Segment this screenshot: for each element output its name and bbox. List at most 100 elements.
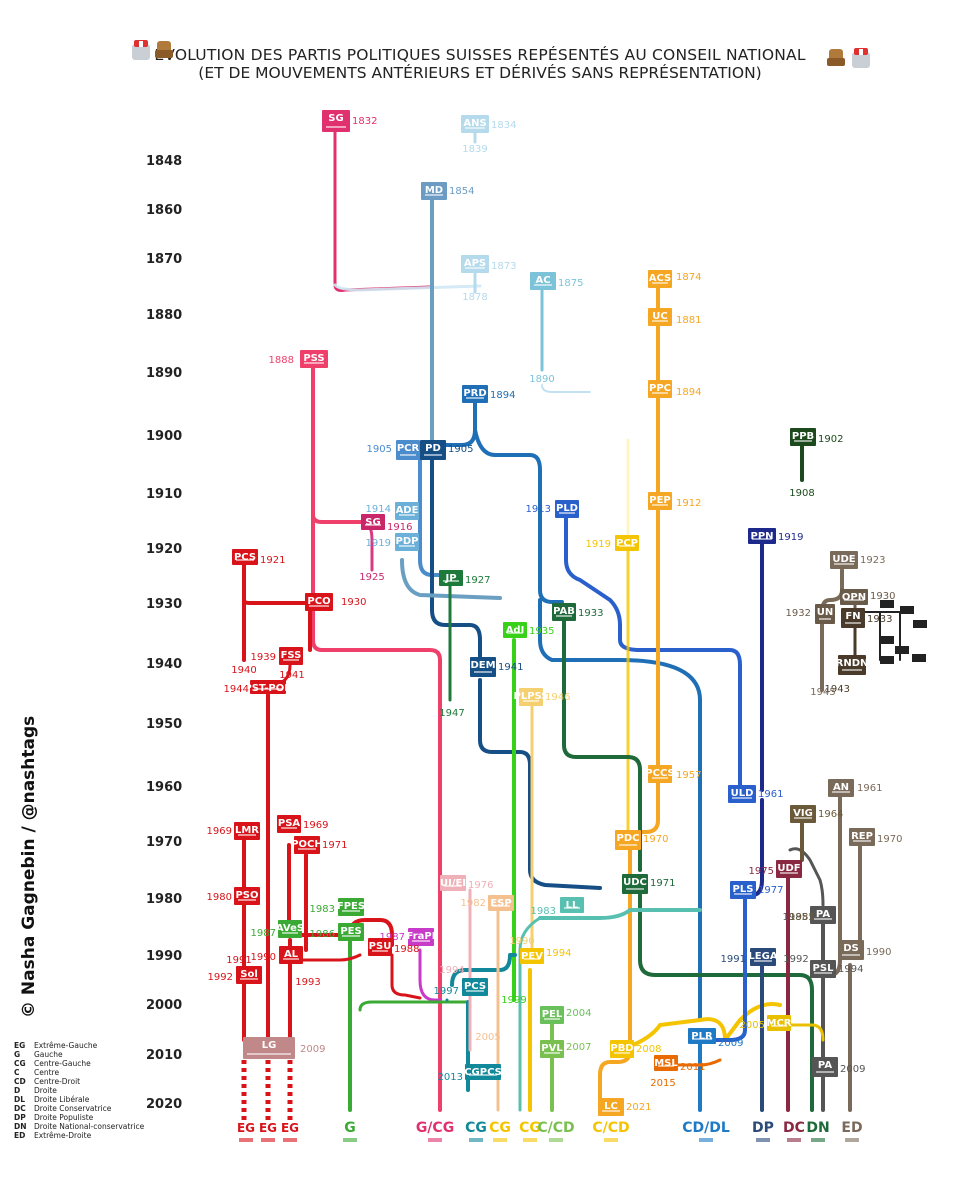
party-year-aps-1873: 1873: [491, 261, 516, 272]
party-box-lg-2009: LG: [243, 1037, 295, 1059]
party-year-frapi-1987: 1987: [380, 932, 405, 943]
party-year-fn-1933: 1933: [867, 614, 892, 625]
legend-label-eg: Extrême-Gauche: [34, 1041, 98, 1050]
psu-link-line: [298, 953, 362, 962]
party-box-pa-2009: PA: [812, 1057, 838, 1077]
prd-main-line: [473, 428, 564, 604]
party-box-ans-1834-label: ANS: [463, 118, 486, 129]
year-label-1980: 1980: [146, 892, 182, 907]
party-box-pcr-1905-label: PCR: [397, 443, 420, 454]
party-box-pd-1905: PD: [420, 440, 446, 460]
party-year-lg-2009: 2009: [300, 1044, 325, 1055]
party-box-ll-1983-label: LL: [566, 900, 579, 911]
party-box-udf-1975: UDF: [776, 860, 802, 878]
party-box-fpes-1983: FPES: [337, 898, 365, 916]
legend-label-cd: Centre-Droit: [34, 1077, 80, 1086]
party-box-fn-1933-label: FN: [845, 611, 860, 622]
pls-line: [713, 893, 747, 1042]
party-logo-2: [283, 1138, 297, 1142]
party-year-fss-1939: 1939: [251, 652, 276, 663]
party-year-psu-1988: 1988: [394, 944, 419, 955]
party-box-poch-1971: POCH: [291, 836, 323, 854]
g-green-link-line: [358, 1000, 472, 1012]
party-box-sg-1832-label: SG: [328, 113, 343, 124]
party-box-psu-1988-label: PSU: [369, 941, 392, 952]
party-year-sol-1992: 1992: [208, 972, 233, 983]
party-year-plpss-1946: 1946: [545, 692, 570, 703]
bottom-category-12: DC: [783, 1120, 805, 1136]
party-box-lmr-1969: LMR: [234, 822, 260, 840]
year-1985-vig: 1985: [789, 912, 814, 923]
pcs-link-line: [242, 563, 307, 605]
legend-label-dc: Droite Conservatrice: [34, 1104, 112, 1113]
party-box-pcr-1905: PCR: [396, 440, 420, 460]
party-year-psa-1969: 1969: [303, 820, 328, 831]
pa-link-line: [788, 847, 825, 907]
year-2005-esp: 2005: [475, 1032, 500, 1043]
year-1990-plpss: 1990: [509, 936, 534, 947]
party-box-pls-1977-label: PLS: [733, 884, 754, 895]
party-logo-0: [239, 1138, 253, 1142]
party-box-rndn-1943-label: RNDN: [836, 658, 869, 669]
party-year-pcs-1997: 1997: [434, 986, 459, 997]
mcr-line: [788, 1023, 825, 1042]
party-box-pdp-1919-label: PDP: [396, 536, 419, 547]
party-box-psu-1988: PSU: [368, 938, 392, 956]
party-year-ans-1834: 1834: [491, 120, 516, 131]
party-box-plpss-1946-label: PLPSS: [514, 691, 549, 702]
party-end-year-ac-1875: 1890: [529, 374, 554, 385]
party-year-al-1990: 1990: [251, 952, 276, 963]
party-year-lc-2021: 2021: [626, 1102, 651, 1113]
legend-label-dl: Droite Libérale: [34, 1095, 90, 1104]
party-box-rndn-1943: RNDN: [836, 655, 869, 675]
pcs97-line: [450, 953, 517, 987]
party-logo-4: [428, 1138, 442, 1142]
party-box-ds-1990-label: DS: [843, 943, 859, 954]
party-logo-13: [811, 1138, 825, 1142]
party-box-pes-1986: PES: [338, 923, 364, 941]
party-box-aves-1987-label: AVeS: [276, 923, 304, 934]
party-box-opn-1930: OPN: [840, 589, 868, 605]
party-year-pso-1980: 1980: [207, 892, 232, 903]
ll-line: [538, 908, 702, 920]
party-box-ppc-1894: PPC: [648, 380, 672, 398]
prd-down-line: [538, 598, 702, 1022]
party-box-pvl-2007: PVL: [540, 1040, 564, 1058]
party-box-pdp-1919: PDP: [395, 533, 419, 551]
year-2015-msl: 2015: [650, 1078, 675, 1089]
year-label-2010: 2010: [146, 1048, 182, 1063]
party-box-pa-2009-label: PA: [818, 1060, 832, 1071]
bottom-category-3: G: [344, 1120, 356, 1136]
party-box-pep-1912: PEP: [648, 492, 672, 510]
bottom-category-4: G/CG: [416, 1120, 454, 1136]
party-box-esp-1982-label: ESP: [490, 898, 511, 909]
party-box-cgpcs-2013: CGPCS: [464, 1064, 502, 1080]
party-box-plr-2009: PLR: [688, 1028, 716, 1044]
party-year-psl-1994: 1994: [838, 964, 863, 975]
party-box-sg-1916-label: SG: [365, 517, 380, 528]
party-box-msl-2011-label: MSL: [654, 1058, 678, 1069]
party-box-frapi-1987-label: FraPI: [407, 931, 436, 942]
party-year-pccs-1957: 1957: [676, 770, 701, 781]
party-year-pco-1930: 1930: [341, 597, 366, 608]
pab-line: [562, 618, 642, 872]
party-logo-11: [756, 1138, 770, 1142]
party-box-ade-1914: ADE: [395, 502, 419, 520]
party-box-poch-1971-label: POCH: [291, 839, 323, 850]
legend-code-eg: EG: [14, 1041, 25, 1050]
party-year-jp-1927: 1927: [465, 575, 490, 586]
year-label-1970: 1970: [146, 835, 182, 850]
party-year-ppn-1919: 1919: [778, 532, 803, 543]
party-year-uiei-1976: 1976: [468, 880, 493, 891]
party-year-poch-1971: 1971: [322, 840, 347, 851]
party-box-uiei-1976-label: UI/EI: [440, 878, 466, 889]
party-box-udc-1971-label: UDC: [623, 877, 647, 888]
bottom-category-0: EG: [237, 1121, 255, 1135]
party-box-aps-1873: APS: [461, 255, 489, 273]
party-box-lega-1991-label: LEGA: [748, 951, 777, 962]
year-label-1880: 1880: [146, 308, 182, 323]
pcr-line: [418, 458, 462, 577]
party-box-adi-1935: AdI: [503, 622, 527, 638]
party-box-esp-1982: ESP: [488, 895, 514, 911]
party-box-pcs-1921: PCS: [232, 549, 258, 565]
